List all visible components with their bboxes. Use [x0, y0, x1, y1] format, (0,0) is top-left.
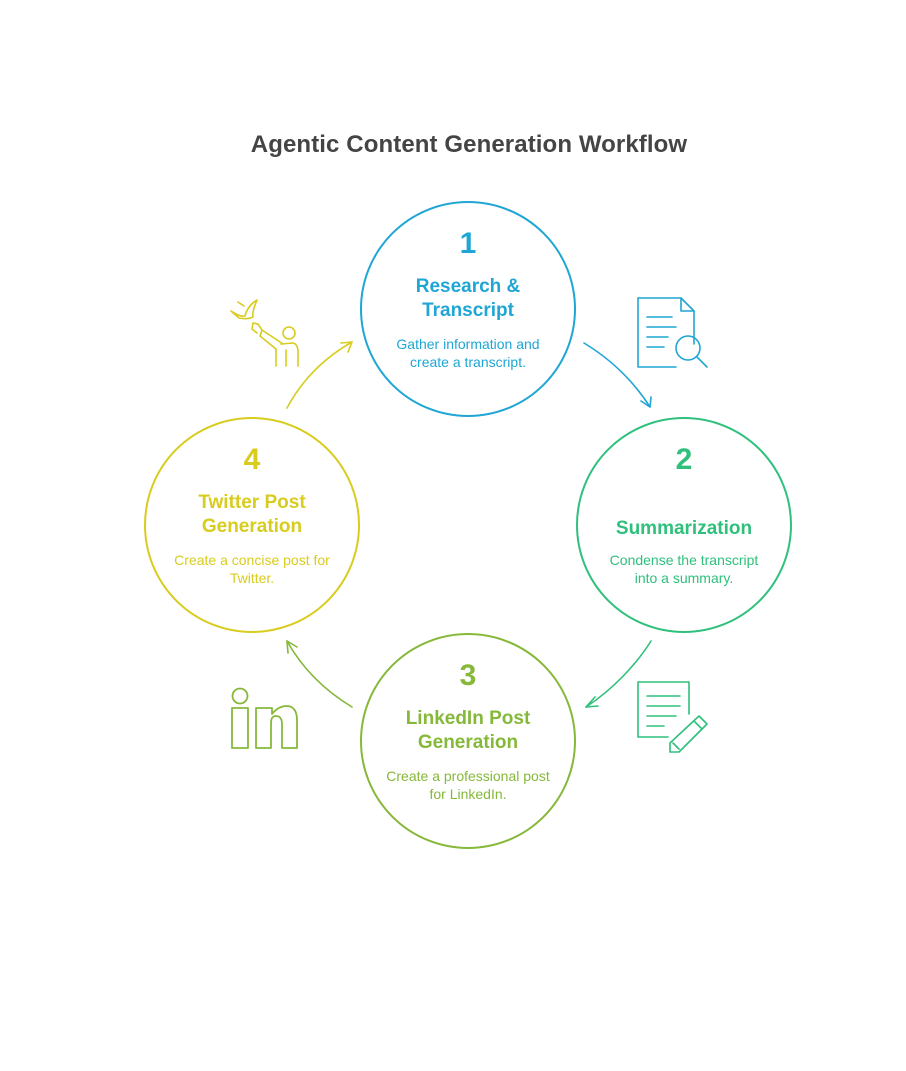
diagram-title: Agentic Content Generation Workflow — [250, 131, 688, 158]
arrow-2-to-3 — [585, 640, 652, 708]
step-4-circle: 4 Twitter Post Generation Create a conci… — [144, 417, 360, 633]
step-3-title: LinkedIn Post Generation — [405, 708, 531, 753]
step-4-title: Twitter Post Generation — [198, 492, 306, 537]
step-1-description: Gather information and create a transcri… — [396, 336, 540, 370]
step-4-description: Create a concise post for Twitter. — [174, 552, 330, 586]
step-2-description: Condense the transcript into a summary. — [609, 552, 759, 586]
arrow-1-to-2 — [583, 342, 652, 408]
step-3-description: Create a professional post for LinkedIn. — [386, 768, 550, 802]
arrow-4-to-1 — [286, 341, 353, 409]
step-1-circle: 1 Research & Transcript Gather informati… — [360, 201, 576, 417]
person-bird-icon — [230, 299, 299, 367]
step-1-number: 1 — [459, 227, 477, 260]
step-2-circle: 2 Summarization Condense the transcript … — [576, 417, 792, 633]
document-search-icon — [637, 297, 708, 368]
step-2-title: Summarization — [615, 518, 753, 539]
step-3-circle: 3 LinkedIn Post Generation Create a prof… — [360, 633, 576, 849]
linkedin-icon — [231, 687, 298, 749]
step-4-number: 4 — [243, 443, 261, 476]
document-edit-icon — [637, 681, 708, 753]
step-1-title: Research & Transcript — [415, 276, 521, 321]
step-2-number: 2 — [675, 443, 693, 476]
arrow-3-to-4 — [286, 640, 353, 708]
step-3-number: 3 — [459, 659, 477, 692]
